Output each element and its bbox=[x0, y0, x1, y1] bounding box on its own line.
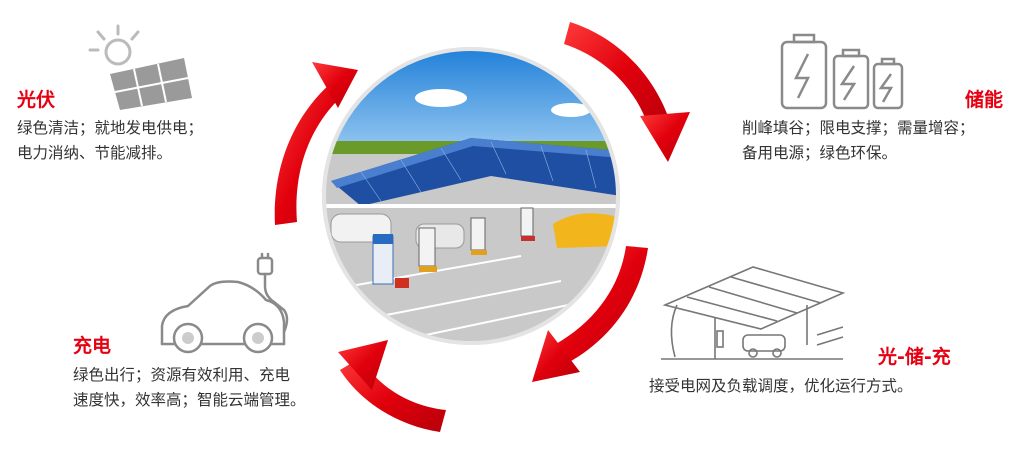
charge-description: 绿色出行；资源有效利用、充电 速度快，效率高；智能云端管理。 bbox=[73, 363, 306, 413]
pv-line-2: 电力消纳、节能减排。 bbox=[17, 144, 173, 162]
storage-line-1: 削峰填谷；限电支撑；需量增容； bbox=[742, 119, 975, 137]
arrow-bottom-right bbox=[532, 246, 648, 382]
pv-description: 绿色清洁；就地发电供电； 电力消纳、节能减排。 bbox=[17, 116, 203, 166]
arrow-top-right bbox=[564, 22, 690, 162]
battery-icon bbox=[780, 33, 904, 110]
solar-panel-icon bbox=[88, 24, 192, 110]
combo-description: 接受电网及负载调度，优化运行方式。 bbox=[649, 374, 913, 399]
charging-station-illustration bbox=[322, 47, 620, 345]
arrow-bottom-left bbox=[338, 340, 446, 432]
storage-title: 储能 bbox=[965, 89, 1004, 111]
charge-title: 充电 bbox=[73, 335, 112, 357]
solar-carport-icon bbox=[661, 266, 846, 360]
pv-line-1: 绿色清洁；就地发电供电； bbox=[17, 119, 204, 137]
combo-line-1: 接受电网及负载调度，优化运行方式。 bbox=[649, 377, 913, 395]
charge-line-2: 速度快，效率高；智能云端管理。 bbox=[73, 391, 306, 409]
storage-line-2: 备用电源；绿色环保。 bbox=[742, 144, 898, 162]
pv-title: 光伏 bbox=[17, 89, 56, 111]
arrow-top-left bbox=[274, 62, 358, 225]
combo-title: 光-储-充 bbox=[878, 346, 951, 368]
electric-car-icon bbox=[160, 252, 289, 354]
charge-line-1: 绿色出行；资源有效利用、充电 bbox=[73, 366, 291, 384]
storage-description: 削峰填谷；限电支撑；需量增容； 备用电源；绿色环保。 bbox=[742, 116, 975, 166]
